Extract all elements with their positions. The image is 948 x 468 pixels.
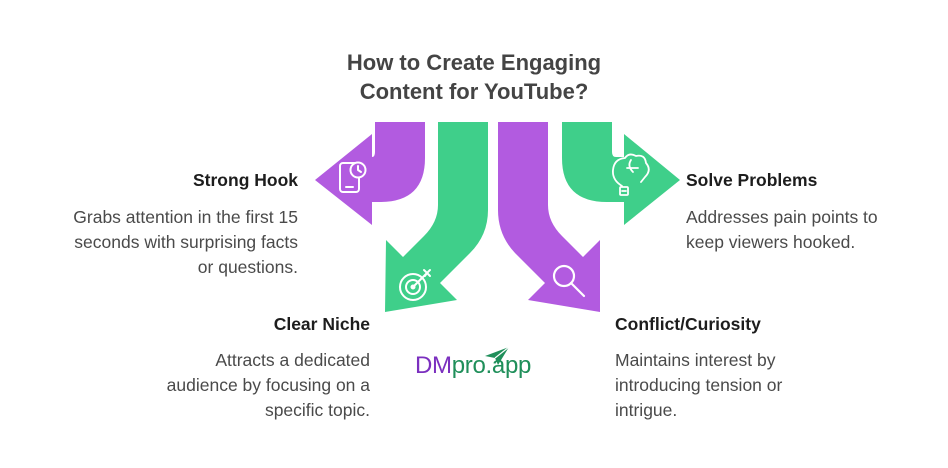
diagram-title-line-2: Content for YouTube? xyxy=(359,79,589,104)
description-line: Maintains interest by xyxy=(615,350,776,370)
phone-clock-icon xyxy=(339,161,367,193)
description-line: Attracts a dedicated xyxy=(215,350,370,370)
description-clear-niche: Attracts a dedicated audience by focusin… xyxy=(167,348,370,423)
description-line: keep viewers hooked. xyxy=(686,232,856,252)
description-line: or questions. xyxy=(197,257,298,277)
dmpro-logo: DMpro.app xyxy=(415,352,531,380)
heading-clear-niche: Clear Niche xyxy=(273,314,370,334)
logo-text-dm: DM xyxy=(415,352,452,379)
diagram-title-line-1: How to Create Engaging xyxy=(346,50,602,75)
arrow-strong-hook xyxy=(315,122,425,225)
description-line: Addresses pain points to xyxy=(686,207,878,227)
description-strong-hook: Grabs attention in the first 15 seconds … xyxy=(73,205,298,280)
heading-solve-problems: Solve Problems xyxy=(686,170,818,190)
paper-plane-icon xyxy=(485,346,510,365)
description-line: introducing tension or xyxy=(615,375,783,395)
heading-conflict-curiosity: Conflict/Curiosity xyxy=(615,314,761,334)
arrow-solve-problems xyxy=(562,122,680,225)
description-line: seconds with surprising facts xyxy=(74,232,298,252)
description-line: specific topic. xyxy=(264,400,370,420)
magnifier-icon xyxy=(552,264,586,298)
description-line: intrigue. xyxy=(615,400,678,420)
brain-bulb-icon xyxy=(612,153,650,196)
description-solve-problems: Addresses pain points to keep viewers ho… xyxy=(686,205,878,255)
description-line: audience by focusing on a xyxy=(166,375,370,395)
target-icon xyxy=(399,269,431,301)
arrow-clear-niche xyxy=(385,122,488,312)
arrow-conflict-curiosity xyxy=(498,122,600,312)
description-conflict-curiosity: Maintains interest by introducing tensio… xyxy=(615,348,782,423)
heading-strong-hook: Strong Hook xyxy=(193,170,298,190)
description-line: Grabs attention in the first 15 xyxy=(73,207,298,227)
